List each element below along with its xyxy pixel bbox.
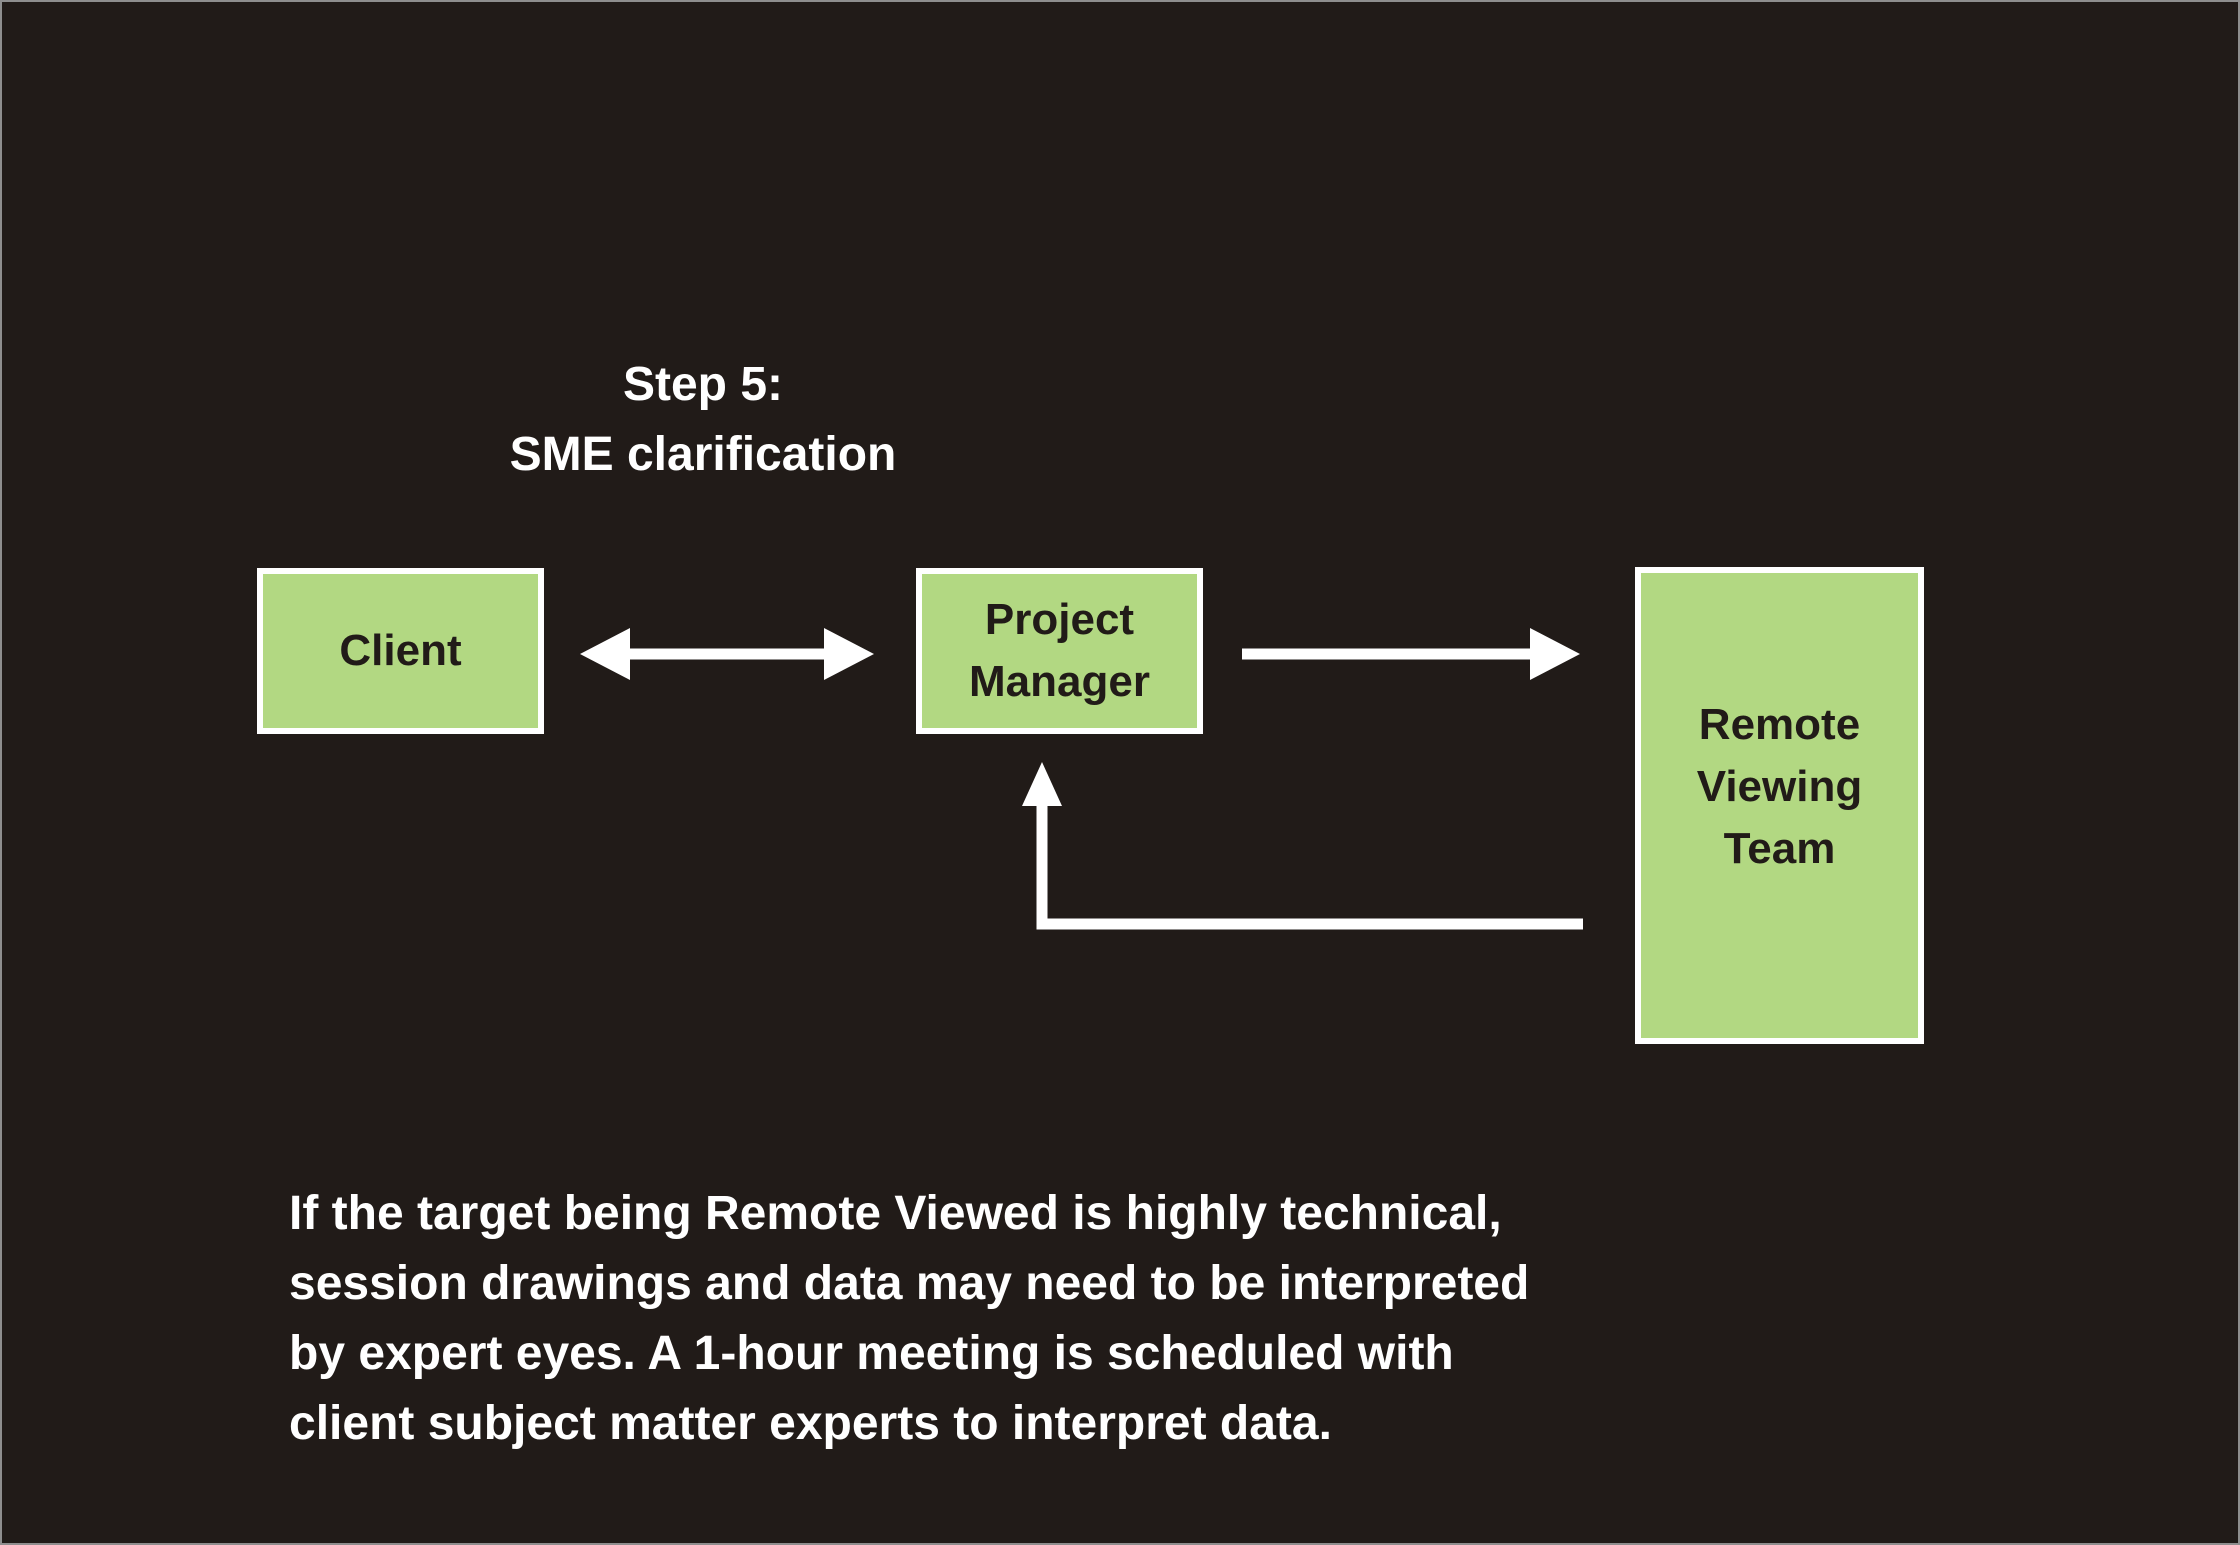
node-project-manager: Project Manager <box>916 568 1203 734</box>
arrow-rvt-to-pm-feedback-icon <box>1022 762 1583 930</box>
arrow-client-pm-bidirectional-icon <box>580 628 874 680</box>
description-text: If the target being Remote Viewed is hig… <box>289 1187 1530 1450</box>
node-remote-viewing-team: Remote Viewing Team <box>1635 567 1924 1044</box>
node-project-manager-label: Project Manager <box>969 595 1150 706</box>
step-title: Step 5: SME clarification <box>509 358 897 481</box>
node-remote-viewing-team-label: Remote Viewing Team <box>1696 699 1863 873</box>
node-client: Client <box>257 568 544 734</box>
node-client-label: Client <box>339 626 462 675</box>
arrow-pm-to-rvt-icon <box>1242 628 1580 680</box>
